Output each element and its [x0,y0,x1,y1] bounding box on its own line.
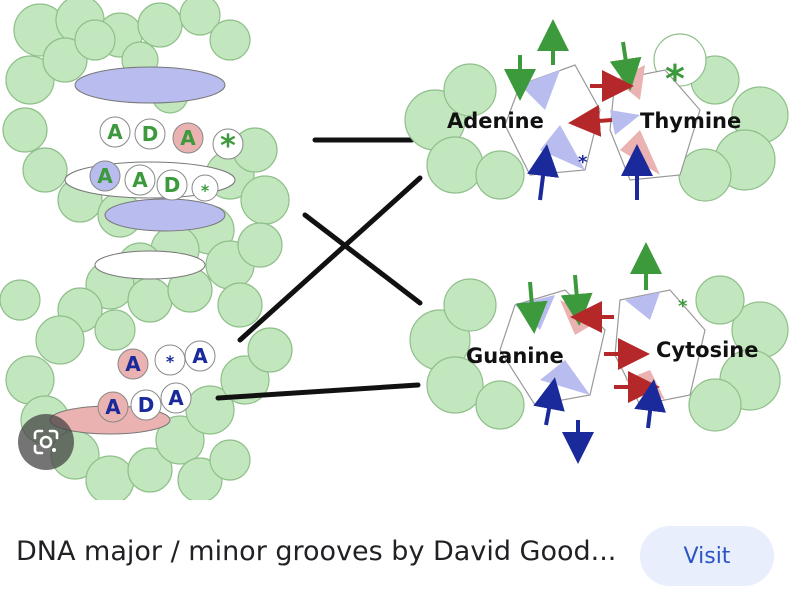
svg-text:A: A [168,386,184,410]
ring-stars: * * * [578,57,688,317]
label-guanine: Guanine [466,344,564,368]
svg-text:*: * [665,57,685,101]
svg-text:*: * [201,181,210,200]
adenine-thymine-pair [404,33,789,202]
base-row-4: A D A [97,382,192,423]
svg-text:A: A [97,164,113,188]
svg-text:D: D [142,122,159,146]
base-row-2: A A D * [89,160,219,202]
molecule-labels: Adenine Thymine Guanine Cytosine [447,109,758,368]
svg-text:*: * [578,152,588,173]
label-cytosine: Cytosine [656,338,758,362]
visit-button[interactable]: Visit [640,526,774,586]
google-lens-button[interactable] [18,414,74,470]
base-row-1: A D A * [99,116,244,164]
svg-text:A: A [192,344,208,368]
svg-text:D: D [164,173,181,197]
label-thymine: Thymine [640,109,741,133]
svg-text:A: A [125,352,141,376]
svg-text:*: * [166,352,175,371]
result-image[interactable]: A D A * A A D * A * A A D [0,0,800,500]
svg-text:A: A [132,168,148,192]
svg-text:A: A [180,126,196,150]
connector-lines [215,137,423,401]
svg-text:*: * [678,296,688,317]
svg-text:D: D [138,393,155,417]
base-row-3: A * A [117,340,216,380]
svg-text:*: * [220,129,236,164]
svg-text:A: A [107,120,123,144]
dna-groove-illustration: A D A * A A D * A * A A D [0,0,789,500]
label-adenine: Adenine [447,109,544,133]
bond-arrows [504,19,666,464]
google-lens-icon [33,429,59,455]
svg-text:A: A [105,395,121,419]
result-caption[interactable]: DNA major / minor grooves by David Good.… [16,536,617,567]
